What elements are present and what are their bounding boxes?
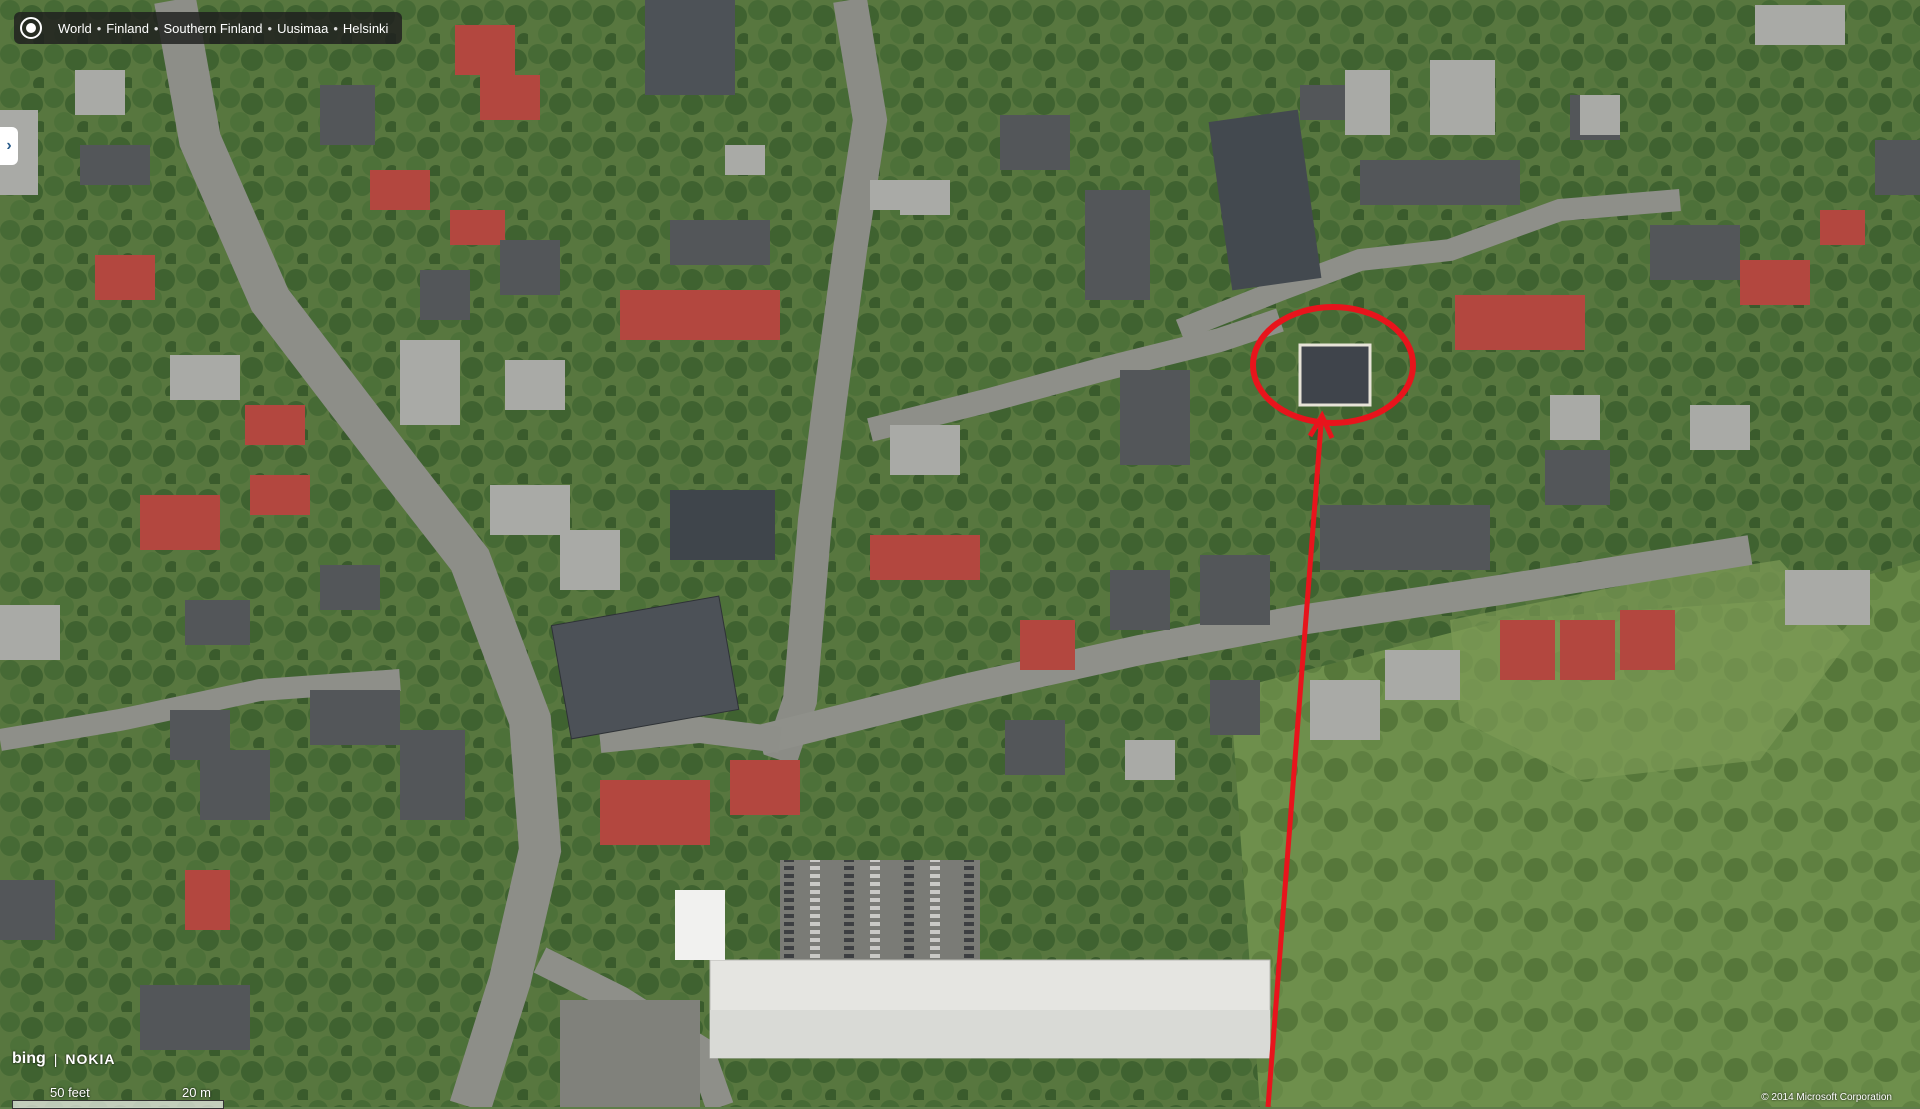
road-east-upper <box>867 308 1284 442</box>
long-building <box>1208 109 1322 291</box>
target-house <box>1298 343 1372 407</box>
logo-divider: | <box>53 1051 58 1067</box>
road-west-branch <box>0 669 401 751</box>
breadcrumb-separator: • <box>333 20 338 36</box>
compass-icon[interactable] <box>20 17 42 39</box>
parking-lot-2 <box>560 1000 700 1107</box>
bing-wordmark: bing <box>12 1050 46 1067</box>
expand-panel-button[interactable]: › <box>0 127 18 165</box>
houses-dark <box>0 85 1920 1050</box>
scale-metric: 20 m <box>182 1085 211 1100</box>
breadcrumb-separator: • <box>267 20 273 36</box>
breadcrumb-world[interactable]: World <box>58 20 92 36</box>
building-north <box>645 0 735 95</box>
white-building <box>675 890 725 960</box>
chevron-right-icon: › <box>6 137 12 154</box>
scale-imperial: 50 feet <box>50 1085 90 1100</box>
annotation-arrow-head <box>1307 410 1335 440</box>
location-breadcrumb: World • Finland • Southern Finland • Uus… <box>14 12 403 44</box>
breadcrumb-separator: • <box>96 20 102 36</box>
annotation-arrow-line <box>1265 424 1324 1107</box>
breadcrumb-finland[interactable]: Finland <box>106 20 149 36</box>
apartment-block-facade <box>710 1010 1270 1058</box>
road-east-lower <box>756 535 1753 755</box>
houses-red <box>95 25 1865 930</box>
breadcrumb-southern-finland[interactable]: Southern Finland <box>163 20 263 36</box>
parking-lot <box>780 860 980 960</box>
road-main-west <box>154 0 562 1107</box>
road-central <box>763 0 888 766</box>
breadcrumb-helsinki[interactable]: Helsinki <box>342 20 389 36</box>
annotation-circle <box>1250 304 1416 426</box>
square-building <box>670 490 775 560</box>
bing-logo: bing | NOKIA <box>12 1050 116 1068</box>
shopping-center <box>550 595 740 740</box>
nokia-logo: NOKIA <box>65 1051 116 1067</box>
copyright-text: © 2014 Microsoft Corporation <box>1761 1092 1892 1103</box>
scale-bar <box>12 1100 224 1109</box>
breadcrumb-uusimaa[interactable]: Uusimaa <box>277 20 329 36</box>
road-cross <box>598 716 782 753</box>
breadcrumb-separator: • <box>153 20 159 36</box>
houses-light <box>0 5 1870 780</box>
road-northeast <box>1175 189 1681 341</box>
